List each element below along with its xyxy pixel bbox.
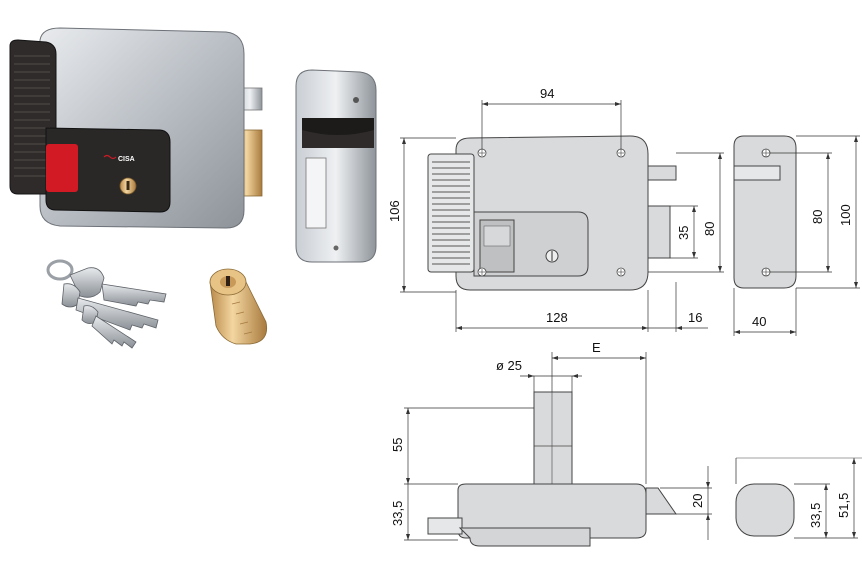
cylinder-photo (209, 268, 268, 345)
keeper-photo (295, 69, 377, 263)
dim-128: 128 (546, 310, 568, 325)
side-view-drawing: 80 100 40 (733, 135, 860, 336)
bottom-view-drawing: ø 25 E 55 33,5 20 33 (390, 340, 862, 547)
dim-94: 94 (540, 86, 554, 101)
brand-label: CISA (118, 156, 135, 163)
dim-40: 40 (752, 314, 766, 329)
front-view-drawing: 94 106 80 35 128 16 (387, 86, 724, 332)
dim-80-front: 80 (702, 222, 717, 236)
dim-33-5-side: 33,5 (808, 503, 823, 528)
dim-e: E (592, 340, 601, 355)
handle-ribs (432, 161, 470, 265)
dim-106: 106 (387, 200, 402, 222)
dim-diameter-25: ø 25 (496, 358, 522, 373)
dim-16: 16 (688, 310, 702, 325)
handle-grip-ribs (14, 55, 50, 177)
red-button-icon (46, 144, 78, 192)
dim-20: 20 (690, 494, 705, 508)
dim-35: 35 (676, 226, 691, 240)
lock-photo: CISA (9, 27, 263, 229)
dim-55: 55 (390, 438, 405, 452)
dim-33-5-left: 33,5 (390, 501, 405, 526)
dim-100: 100 (838, 204, 853, 226)
screw-holes (477, 148, 626, 277)
keys-photo (46, 259, 167, 349)
dim-80-side: 80 (810, 210, 825, 224)
dim-51-5: 51,5 (836, 493, 851, 518)
